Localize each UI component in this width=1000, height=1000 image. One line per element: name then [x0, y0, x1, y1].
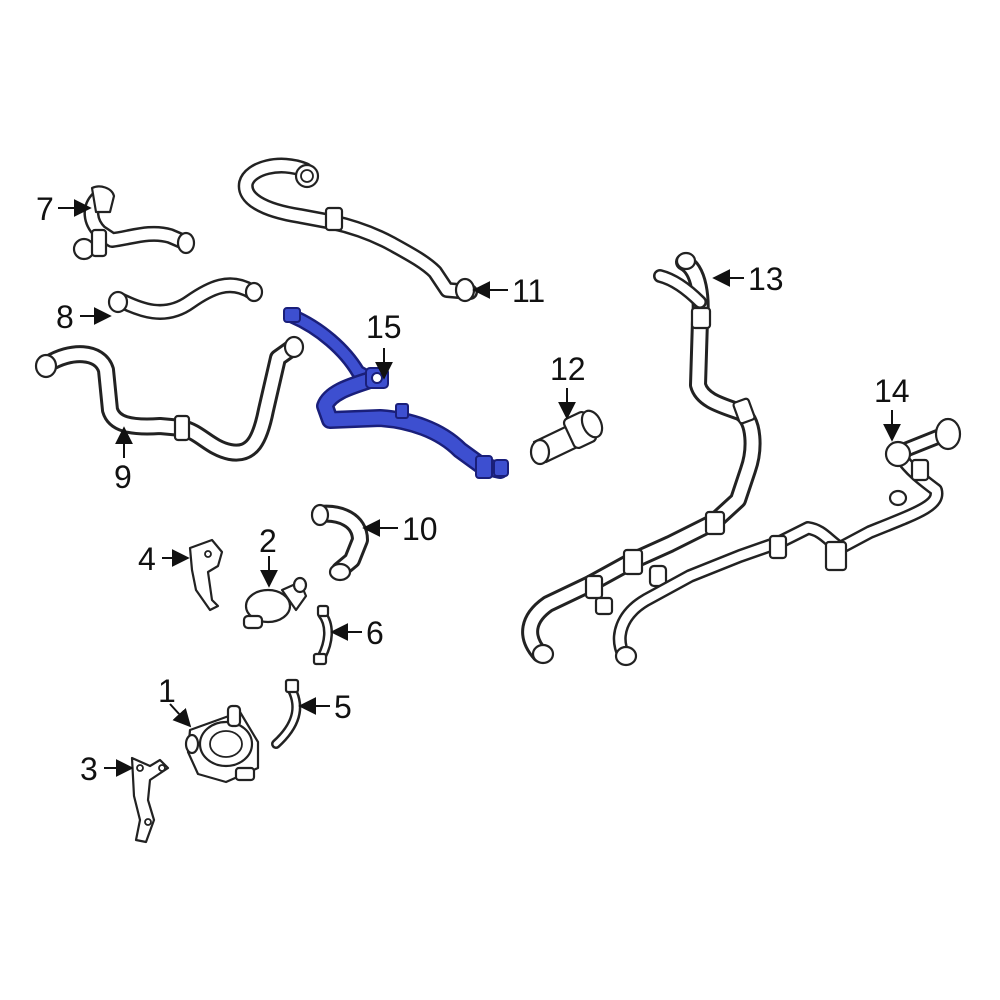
callout-12: 12: [550, 351, 586, 387]
callout-15: 15: [366, 309, 402, 345]
callout-6: 6: [366, 615, 384, 651]
callout-2: 2: [259, 523, 277, 559]
callout-10: 10: [402, 511, 438, 547]
part-14-hose[interactable]: [612, 417, 962, 667]
part-10-hose[interactable]: [310, 503, 369, 582]
part-13-hose[interactable]: [521, 251, 762, 665]
part-8-hose[interactable]: [107, 277, 264, 320]
part-9-hose[interactable]: [34, 335, 305, 462]
part-7-hose[interactable]: [72, 185, 196, 261]
callout-9: 9: [114, 459, 132, 495]
callout-7: 7: [36, 191, 54, 227]
callout-3: 3: [80, 751, 98, 787]
callout-13: 13: [748, 261, 784, 297]
part-1-pump[interactable]: [184, 704, 260, 784]
part-4-bracket[interactable]: [188, 538, 224, 612]
part-11-hose[interactable]: [237, 157, 478, 303]
callout-arrows: [58, 199, 901, 777]
part-12-connector[interactable]: [529, 408, 606, 466]
part-2-pump[interactable]: [242, 576, 308, 630]
callout-4: 4: [138, 541, 156, 577]
callout-8: 8: [56, 299, 74, 335]
part-3-bracket[interactable]: [130, 756, 170, 844]
callout-14: 14: [874, 373, 910, 409]
callout-11: 11: [512, 273, 545, 309]
callout-labels: 1 2 3 4 5 6 7 8 9 10 11 12 13 14 15: [36, 191, 910, 787]
part-6-clip[interactable]: [312, 604, 333, 666]
part-15-hose-highlighted[interactable]: [283, 307, 509, 479]
callout-1: 1: [158, 673, 176, 709]
part-5-clip[interactable]: [271, 678, 302, 749]
callout-5: 5: [334, 689, 352, 725]
